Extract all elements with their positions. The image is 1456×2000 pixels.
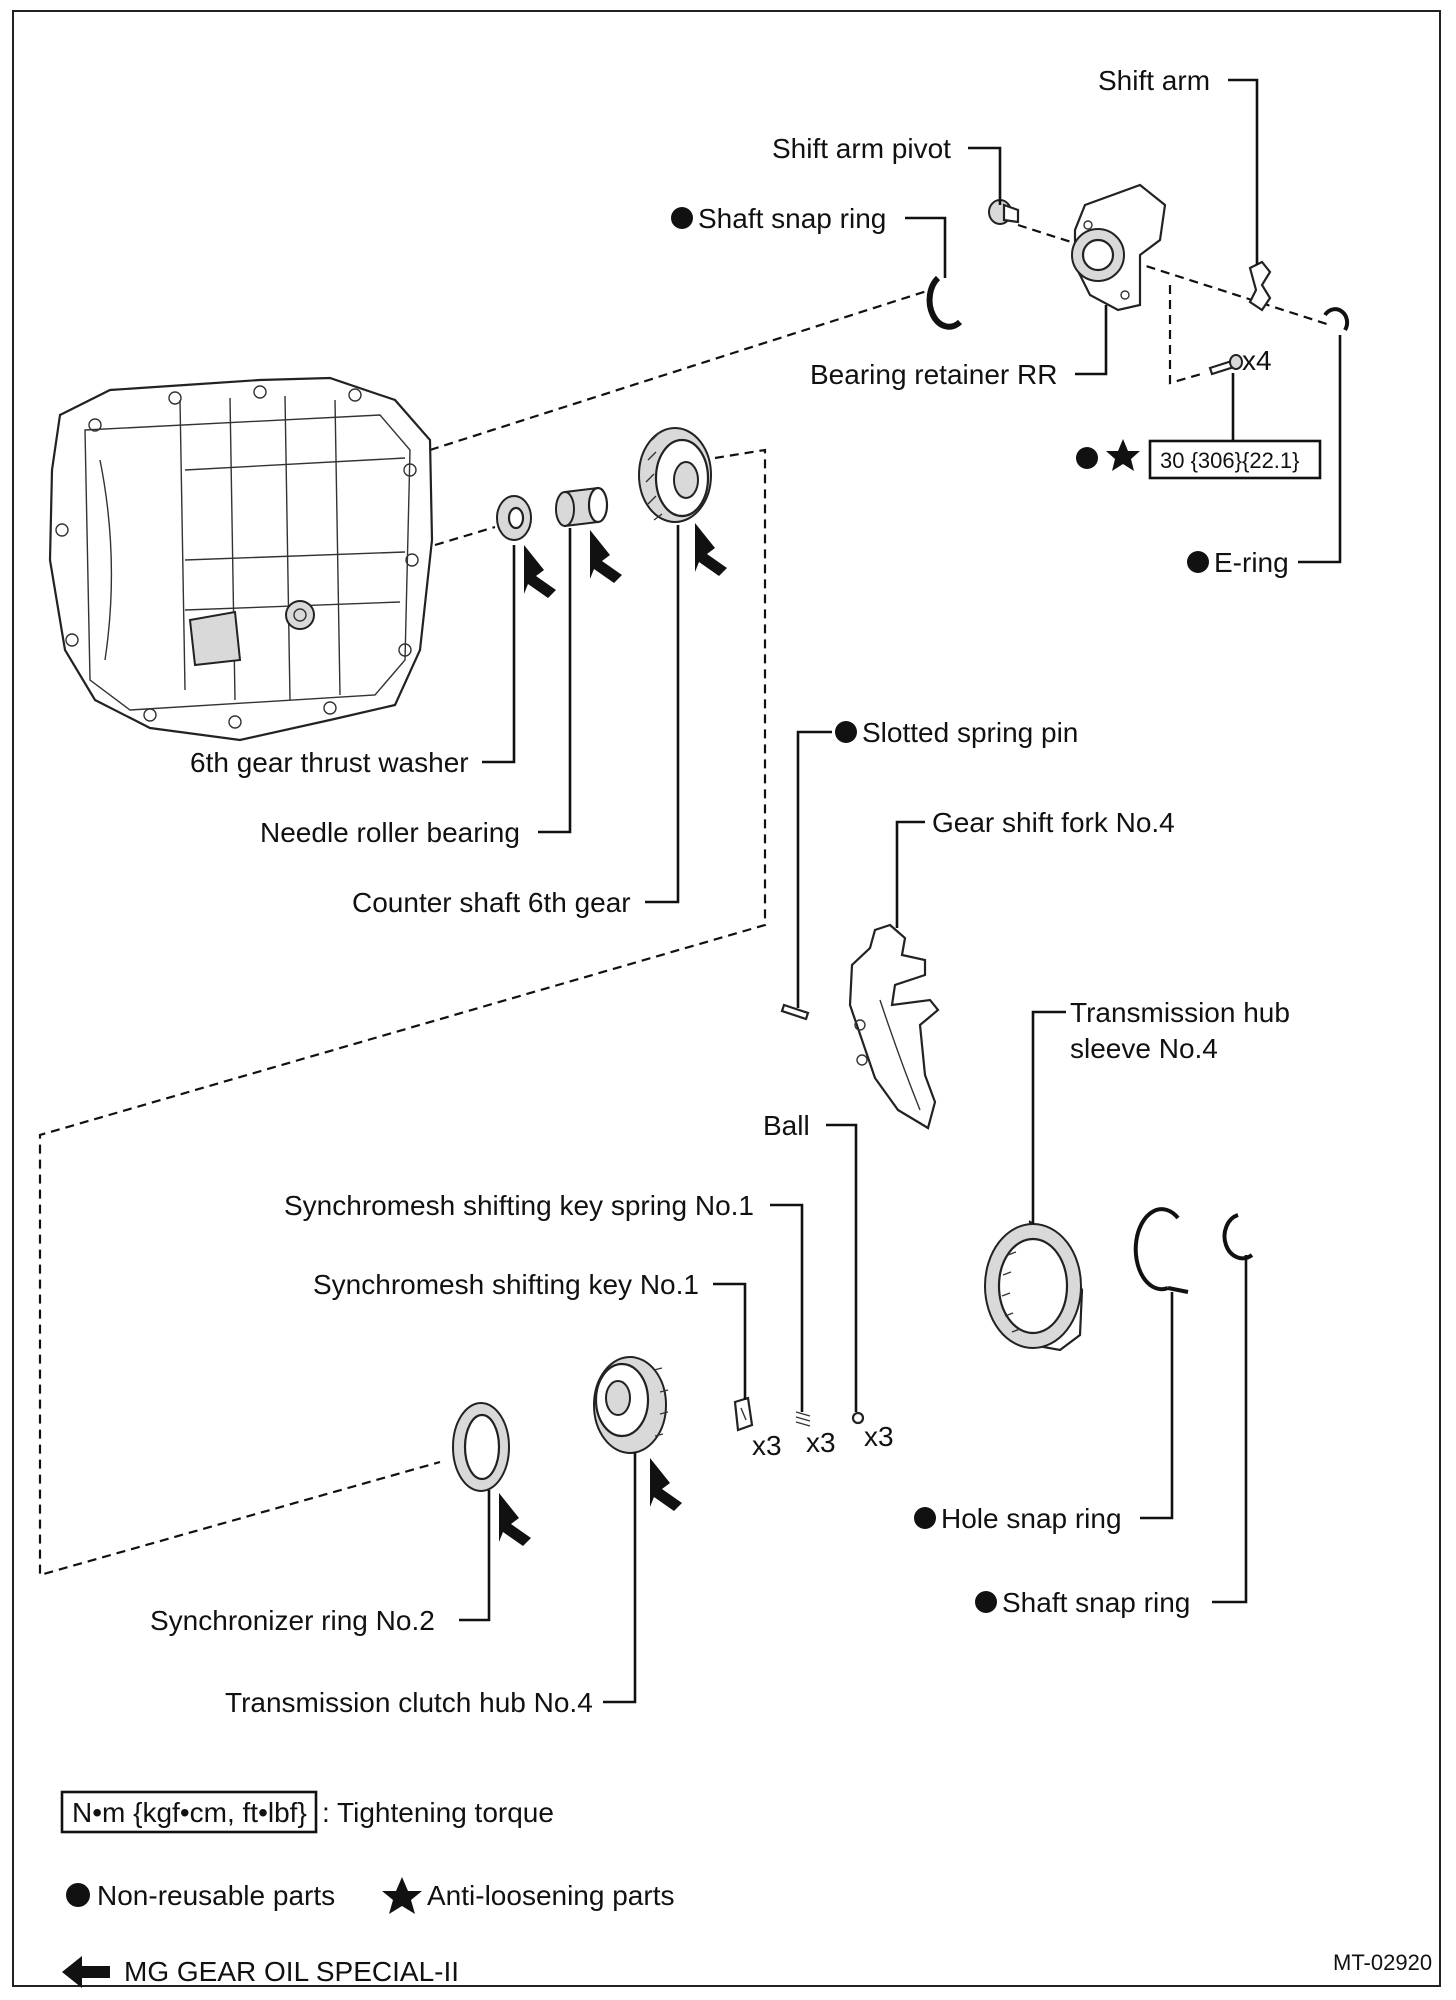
label-hub-sleeve-line2: sleeve No.4 (1070, 1033, 1218, 1064)
spring-pin-illustration (780, 1003, 810, 1021)
oil-arrow-icon (524, 545, 556, 598)
label-needle-roller-bearing: Needle roller bearing (260, 817, 520, 848)
figure-id: MT-02920 (1333, 1950, 1432, 1975)
legend-torque-desc: : Tightening torque (322, 1797, 554, 1828)
non-reusable-dot-icon (671, 207, 693, 229)
legend: N•m {kgf•cm, ft•lbf} : Tightening torque… (60, 1790, 1432, 1988)
non-reusable-dot-icon (66, 1883, 90, 1907)
label-ball: Ball (763, 1110, 810, 1141)
label-shaft-snap-ring-bottom: Shaft snap ring (1002, 1587, 1190, 1618)
oil-arrow-legend-icon (62, 1956, 110, 1988)
label-shift-arm-pivot: Shift arm pivot (772, 133, 951, 164)
shift-fork-illustration (848, 923, 940, 1130)
non-reusable-dot-icon (975, 1591, 997, 1613)
thrust-washer-illustration (496, 495, 532, 541)
non-reusable-dot-icon (1076, 447, 1098, 469)
oil-arrow-icon (590, 530, 622, 583)
needle-bearing-illustration (555, 486, 609, 528)
label-key-spring: Synchromesh shifting key spring No.1 (284, 1190, 754, 1221)
diagram-border (12, 10, 1441, 1987)
counter-gear-illustration (638, 427, 712, 523)
shaft-snap-ring-top-illustration (926, 275, 963, 330)
label-x3-key: x3 (752, 1430, 782, 1461)
label-shift-arm: Shift arm (1098, 65, 1210, 96)
bearing-retainer-illustration (1071, 183, 1167, 312)
torque-units-box (60, 1790, 318, 1834)
oil-arrows (499, 523, 727, 1546)
legend-gear-oil: MG GEAR OIL SPECIAL-II (124, 1956, 459, 1987)
torque-spec-box (1148, 439, 1322, 480)
label-transmission-clutch-hub-no4: Transmission clutch hub No.4 (225, 1687, 593, 1718)
label-shaft-snap-ring-top: Shaft snap ring (698, 203, 886, 234)
label-hole-snap-ring: Hole snap ring (941, 1503, 1122, 1534)
label-x4: x4 (1242, 345, 1272, 376)
transmission-case-illustration (48, 376, 434, 742)
assembly-dashed-lines (38, 223, 1331, 1577)
anti-loosening-star-icon (1106, 439, 1140, 471)
clutch-hub-illustration (593, 1356, 669, 1454)
label-bearing-retainer-rr: Bearing retainer RR (810, 359, 1057, 390)
anti-loosening-star-icon (382, 1877, 422, 1914)
shift-arm-pivot-illustration (988, 199, 1020, 225)
oil-arrow-icon (695, 523, 727, 576)
e-ring-illustration (1323, 307, 1350, 332)
oil-arrow-icon (499, 1493, 531, 1546)
non-reusable-dot-icon (914, 1507, 936, 1529)
leader-lines (459, 78, 1342, 1704)
hub-sleeve-illustration (984, 1220, 1084, 1352)
label-x3-ball: x3 (864, 1421, 894, 1452)
shaft-snap-ring-bottom-illustration (1222, 1213, 1254, 1261)
label-slotted-spring-pin: Slotted spring pin (862, 717, 1078, 748)
hole-snap-ring-illustration (1133, 1207, 1189, 1294)
torque-spec: 30 {306}{22.1} (1160, 448, 1300, 473)
legend-anti-loosening: Anti-loosening parts (427, 1880, 674, 1911)
legend-non-reusable: Non-reusable parts (97, 1880, 335, 1911)
label-gear-shift-fork-no4: Gear shift fork No.4 (932, 807, 1175, 838)
non-reusable-dot-icon (835, 721, 857, 743)
callout-labels: Shift arm Shift arm pivot Shaft snap rin… (150, 65, 1322, 1718)
synchronizer-ring-illustration (452, 1402, 510, 1492)
label-counter-shaft-6th-gear: Counter shaft 6th gear (352, 887, 631, 918)
oil-arrow-icon (650, 1458, 682, 1511)
label-shifting-key: Synchromesh shifting key No.1 (313, 1269, 699, 1300)
key-spring-illustration (795, 1411, 811, 1427)
ball-illustration (851, 1411, 865, 1425)
label-6th-gear-thrust-washer: 6th gear thrust washer (190, 747, 469, 778)
label-x3-spring: x3 (806, 1427, 836, 1458)
label-hub-sleeve-line1: Transmission hub (1070, 997, 1290, 1028)
non-reusable-dot-icon (1187, 551, 1209, 573)
legend-torque-units: N•m {kgf•cm, ft•lbf} (72, 1797, 307, 1828)
label-synchronizer-ring-no2: Synchronizer ring No.2 (150, 1605, 435, 1636)
shifting-key-illustration (733, 1396, 754, 1432)
label-e-ring: E-ring (1214, 547, 1289, 578)
bolt-illustration (1208, 354, 1243, 376)
shift-arm-illustration (1248, 260, 1272, 312)
